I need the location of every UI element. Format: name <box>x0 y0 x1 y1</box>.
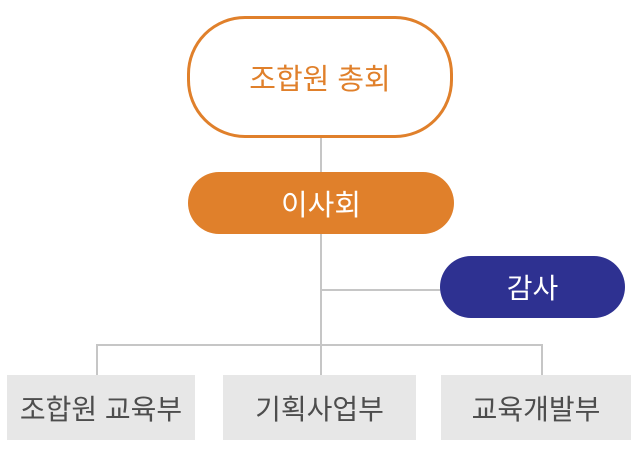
node-auditor: 감사 <box>440 256 625 318</box>
node-auditor-label: 감사 <box>506 273 559 304</box>
node-board-of-directors: 이사회 <box>188 172 454 234</box>
node-dept-planning-business-label: 기획사업부 <box>255 393 384 425</box>
node-dept-education-development: 교육개발부 <box>441 375 631 440</box>
node-dept-education-development-label: 교육개발부 <box>471 393 601 425</box>
node-dept-member-education: 조합원 교육부 <box>7 375 195 440</box>
node-dept-planning-business: 기획사업부 <box>223 375 416 440</box>
node-board-of-directors-label: 이사회 <box>280 190 362 222</box>
connector-board-to-departments <box>320 234 322 375</box>
node-general-assembly: 조합원 총회 <box>187 16 453 138</box>
connector-bus-to-dept-member-education <box>96 344 98 375</box>
connector-department-bus <box>96 344 542 346</box>
connector-bus-to-dept-education-development <box>541 344 543 375</box>
connector-board-to-auditor <box>321 289 440 291</box>
node-dept-member-education-label: 조합원 교육부 <box>19 393 183 425</box>
node-general-assembly-label: 조합원 총회 <box>249 64 391 96</box>
connector-assembly-to-board <box>320 137 322 172</box>
